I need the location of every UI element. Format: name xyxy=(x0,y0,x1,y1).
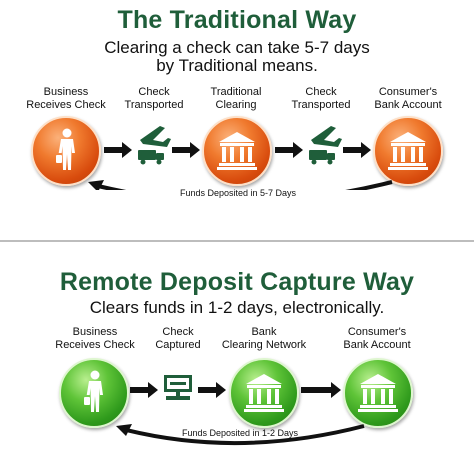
right-arrow-icon xyxy=(301,382,341,398)
bank-icon xyxy=(358,374,398,412)
right-arrow-icon xyxy=(343,142,371,158)
rdc-step-consumer-label: Consumer's Bank Account xyxy=(327,326,427,352)
right-arrow-icon xyxy=(172,142,200,158)
trad-step-clearing-line1: Traditional xyxy=(210,86,262,98)
rdc-step-captured-line1: Check xyxy=(162,326,194,338)
trad-step-consumer-line1: Consumer's xyxy=(378,86,438,98)
trad-step-transport1-label: Check Transported xyxy=(104,86,204,112)
trad-step-consumer-label: Consumer's Bank Account xyxy=(358,86,458,112)
rdc-subtitle: Clears funds in 1-2 days, electronically… xyxy=(89,298,385,317)
return-arrow xyxy=(125,424,365,446)
traditional-title: The Traditional Way xyxy=(117,6,357,34)
rdc-step-captured-label: Check Captured xyxy=(128,326,228,352)
businessman-icon xyxy=(84,370,103,412)
right-arrow-icon xyxy=(104,142,132,158)
trad-step-transport1-line1: Check xyxy=(138,86,170,98)
trad-step-clearing-line2: Clearing xyxy=(215,99,257,111)
rdc-step-business-line2: Receives Check xyxy=(55,339,135,351)
section-divider xyxy=(0,240,474,242)
bank-icon xyxy=(217,132,257,170)
trad-step-transport2-label: Check Transported xyxy=(271,86,371,112)
bank-icon xyxy=(244,374,284,412)
return-arrow-head xyxy=(88,180,104,190)
right-arrow-icon xyxy=(130,382,158,398)
trad-step-transport1-line2: Transported xyxy=(124,99,184,111)
trad-flow-arrows xyxy=(88,126,393,190)
trad-step-business-line2: Receives Check xyxy=(26,99,106,111)
plane-truck-icon xyxy=(138,126,171,165)
trad-step-transport2-line1: Check xyxy=(305,86,337,98)
rdc-flow-arrows xyxy=(116,375,365,446)
traditional-subtitle-line2: by Traditional means. xyxy=(156,56,318,75)
rdc-network-node xyxy=(229,358,299,428)
rdc-title: Remote Deposit Capture Way xyxy=(59,268,415,296)
rdc-step-consumer-line2: Bank Account xyxy=(343,339,411,351)
return-arrow-head xyxy=(116,424,132,436)
computer-scanner-icon xyxy=(164,375,192,400)
rdc-step-business-line1: Business xyxy=(72,326,118,338)
rdc-consumer-node xyxy=(343,358,413,428)
rdc-step-network-line1: Bank xyxy=(251,326,277,338)
right-arrow-icon xyxy=(198,382,226,398)
rdc-step-business-label: Business Receives Check xyxy=(45,326,145,352)
traditional-subtitle-line1: Clearing a check can take 5-7 days xyxy=(104,38,370,57)
rdc-business-node xyxy=(59,358,129,428)
trad-step-clearing-label: Traditional Clearing xyxy=(186,86,286,112)
rdc-funds-label: Funds Deposited in 1-2 Days xyxy=(181,428,299,438)
rdc-step-network-label: Bank Clearing Network xyxy=(214,326,314,352)
trad-step-business-line1: Business xyxy=(43,86,89,98)
trad-step-business-label: Business Receives Check xyxy=(16,86,116,112)
trad-step-transport2-line2: Transported xyxy=(291,99,351,111)
rdc-step-captured-line2: Captured xyxy=(155,339,201,351)
trad-consumer-node xyxy=(373,116,443,186)
right-arrow-icon xyxy=(275,142,303,158)
trad-step-consumer-line2: Bank Account xyxy=(374,99,442,111)
rdc-step-network-line2: Clearing Network xyxy=(221,339,307,351)
trad-clearing-node xyxy=(202,116,272,186)
trad-business-node xyxy=(31,116,101,186)
rdc-step-consumer-line1: Consumer's xyxy=(347,326,407,338)
businessman-icon xyxy=(56,128,75,170)
trad-funds-label: Funds Deposited in 5-7 Days xyxy=(179,188,297,198)
plane-truck-icon xyxy=(309,126,342,165)
bank-icon xyxy=(388,132,428,170)
